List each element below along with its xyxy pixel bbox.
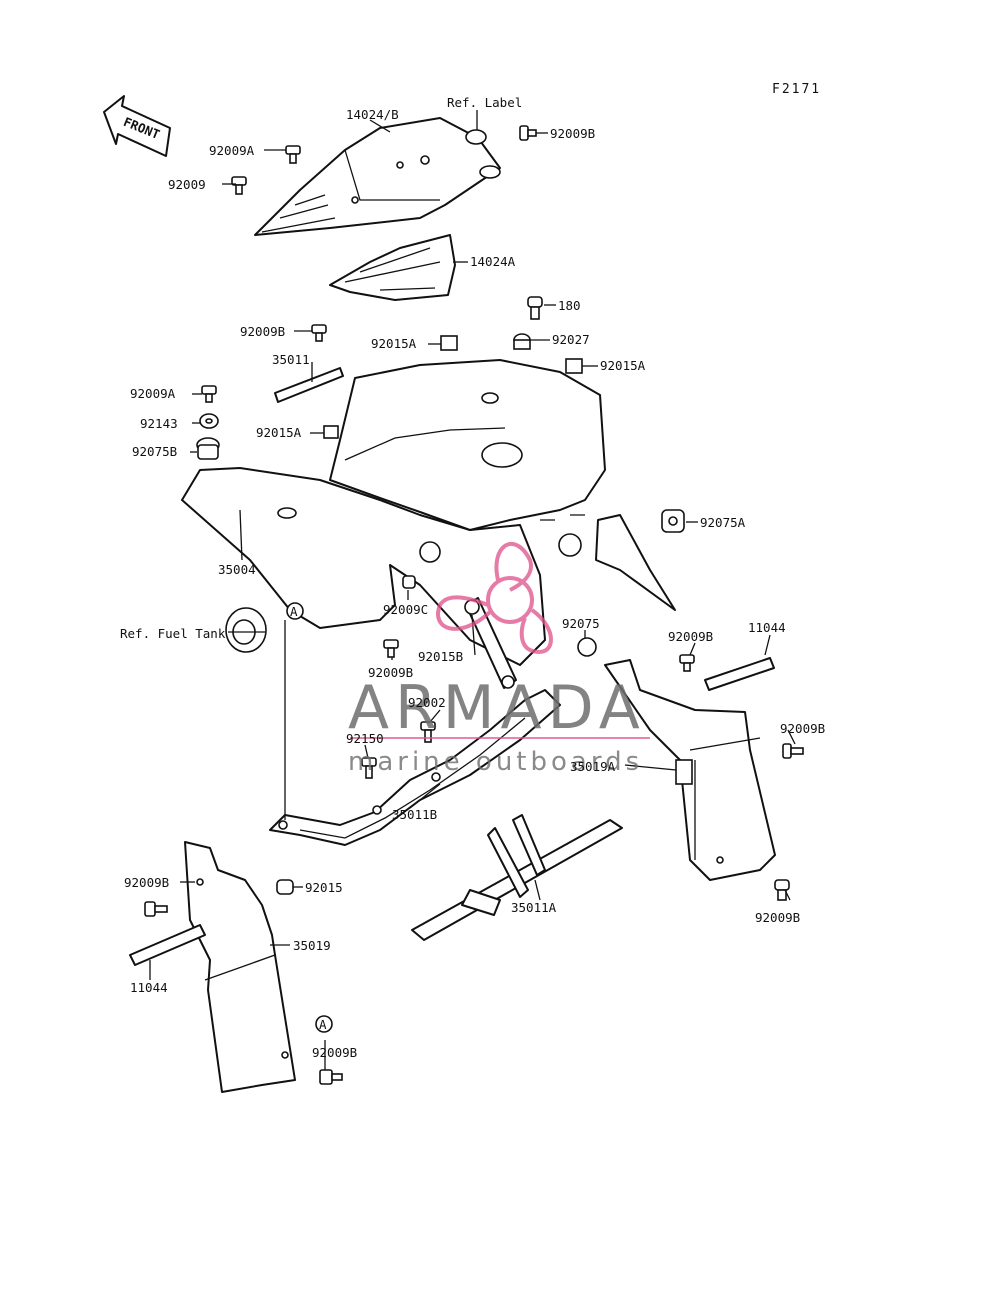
watermark-tagline: marine outboards (348, 747, 643, 777)
label-92009b-r1: 92009B (668, 629, 713, 644)
cap-icon (577, 637, 597, 657)
label-35019a: 35019A (570, 759, 616, 774)
front-fender-35004 (181, 359, 676, 666)
label-92015a-1: 92015A (371, 336, 417, 351)
bolt-icon (311, 324, 327, 342)
bolt-icon (420, 721, 436, 743)
bolt-icon (201, 385, 217, 403)
label-92015a-2: 92015A (600, 358, 646, 373)
bolt-icon (527, 296, 543, 320)
collar-icon (199, 413, 219, 429)
label-92009b-r3: 92009B (755, 910, 800, 925)
label-92009a-top: 92009A (209, 143, 255, 158)
label-14024b: 14024/B (346, 107, 399, 122)
label-92009b-l2: 92009B (312, 1045, 357, 1060)
label-92015: 92015 (305, 880, 343, 895)
clip-icon (323, 425, 339, 439)
grommet-icon (661, 509, 685, 533)
fuel-tank-ring (225, 607, 267, 653)
label-92009b-l1: 92009B (124, 875, 169, 890)
label-180: 180 (558, 298, 581, 313)
cover-14024b (254, 117, 501, 236)
leader-lines (149, 110, 796, 1070)
bolt-icon (231, 176, 247, 195)
ref-label-plate (465, 129, 501, 179)
bolt-icon (402, 575, 416, 589)
label-92009a-mid: 92009A (130, 386, 176, 401)
reference-marker-a (286, 602, 304, 620)
bolt-icon (519, 125, 537, 141)
label-92009b-mid: 92009B (240, 324, 285, 339)
bolt-icon (782, 743, 804, 759)
label-92075: 92075 (562, 616, 600, 631)
label-35019: 35019 (293, 938, 331, 953)
clip-icon (440, 335, 458, 351)
grommet-icon (513, 333, 531, 350)
label-11044-right: 11044 (748, 620, 786, 635)
label-35011a: 35011A (511, 900, 557, 915)
label-92009b-c: 92009B (368, 665, 413, 680)
label-92002: 92002 (408, 695, 446, 710)
bolt-icon (144, 901, 168, 917)
front-arrow-icon: FRONT (103, 95, 171, 157)
reference-marker-a-label: A (290, 604, 298, 619)
part-labels: 14024/B Ref. Label 92009B 92009A 92009 1… (120, 95, 825, 1060)
watermark-brand: ARMADA (348, 673, 646, 743)
label-92015a-3: 92015A (256, 425, 302, 440)
label-92009c: 92009C (383, 602, 428, 617)
stay-35011a (411, 814, 623, 941)
frame-35011b (269, 689, 561, 846)
watermark-logo (436, 542, 553, 654)
bolt-icon (285, 145, 301, 164)
label-ref-fuel-tank: Ref. Fuel Tank (120, 626, 226, 641)
mudflap-35019a (604, 659, 776, 881)
bolt-icon (679, 654, 695, 672)
label-92075b: 92075B (132, 444, 177, 459)
label-11044-left: 11044 (130, 980, 168, 995)
label-92009b-r2: 92009B (780, 721, 825, 736)
bolt-icon (774, 879, 790, 901)
stay-11044-left (129, 924, 206, 966)
label-35011b: 35011B (392, 807, 437, 822)
reference-marker-a-label: A (319, 1017, 327, 1032)
mudflap-35019 (184, 841, 296, 1093)
figure-id: F2171 (772, 82, 821, 97)
bolt-icon (383, 639, 399, 658)
stay-35011 (274, 367, 344, 403)
label-92150: 92150 (346, 731, 384, 746)
label-35011: 35011 (272, 352, 310, 367)
bolt-icon (319, 1069, 343, 1085)
nut-icon (276, 879, 294, 895)
label-92015b: 92015B (418, 649, 463, 664)
label-92075a: 92075A (700, 515, 746, 530)
reference-marker-a (315, 1015, 333, 1033)
label-92027: 92027 (552, 332, 590, 347)
bolt-icon (361, 757, 377, 779)
label-14024a: 14024A (470, 254, 516, 269)
label-92009-top: 92009 (168, 177, 206, 192)
bracket-14024a (329, 234, 456, 301)
label-ref-label: Ref. Label (447, 95, 522, 110)
label-92009b-top: 92009B (550, 126, 595, 141)
clip-icon (565, 358, 583, 374)
label-35004: 35004 (218, 562, 256, 577)
label-92143: 92143 (140, 416, 178, 431)
grommet-icon (196, 437, 220, 460)
stay-11044-right (704, 657, 775, 691)
